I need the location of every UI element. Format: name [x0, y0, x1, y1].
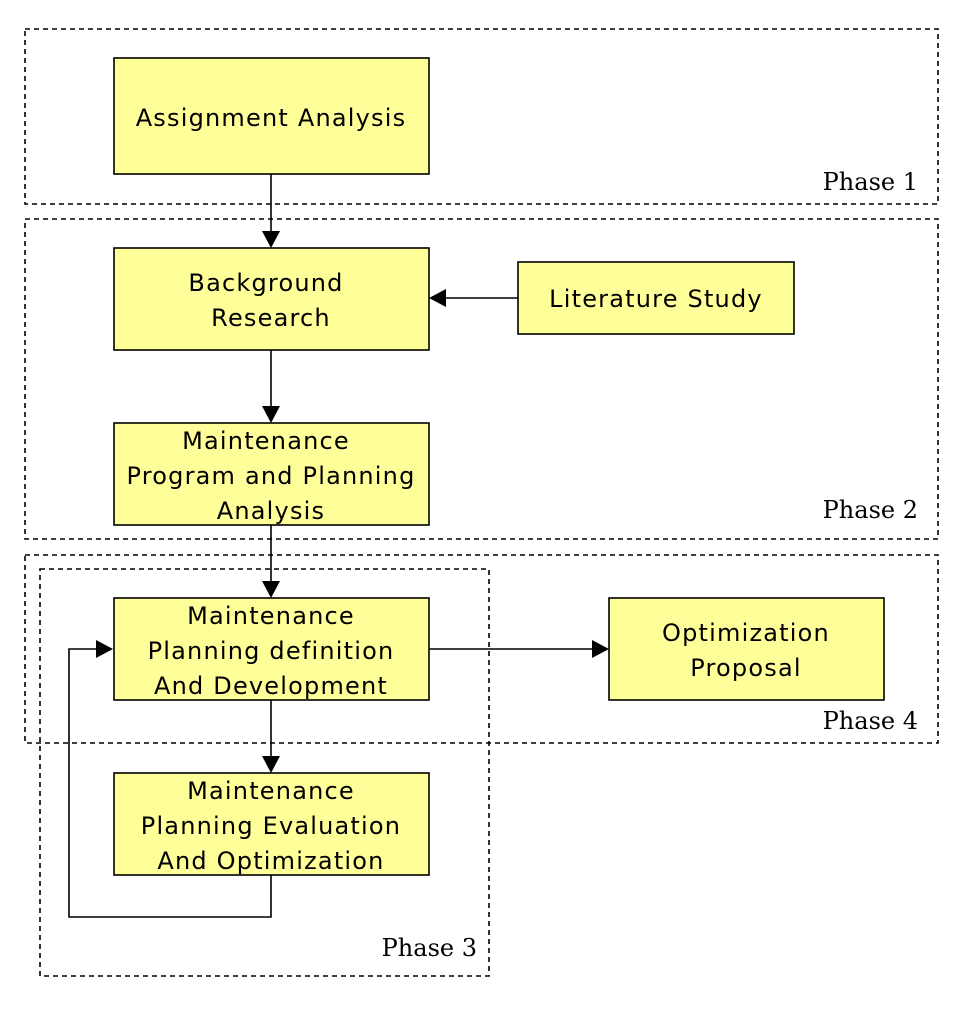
step-program-planning-analysis: Maintenance Program and Planning Analysi…	[113, 422, 430, 526]
step-label: Maintenance	[187, 777, 355, 805]
phase-3-label: Phase 3	[382, 934, 477, 962]
step-label: Assignment Analysis	[136, 104, 407, 132]
arrowhead-down	[262, 231, 280, 248]
phase-1-label: Phase 1	[823, 168, 918, 196]
phase-2-frame	[24, 218, 939, 540]
phase-4-label: Phase 4	[823, 707, 918, 735]
phase-2-label: Phase 2	[823, 496, 918, 524]
step-label: Program and Planning	[126, 462, 415, 490]
step-optimization-proposal: Optimization Proposal	[608, 597, 885, 701]
arrowhead-down	[262, 756, 280, 773]
step-assignment-analysis: Assignment Analysis	[113, 57, 430, 175]
step-label: Optimization	[662, 619, 830, 647]
phase-4-frame	[24, 554, 939, 744]
step-label: Analysis	[217, 497, 325, 525]
step-label: And Optimization	[157, 847, 384, 875]
step-label: Planning Evaluation	[141, 812, 401, 840]
step-label: Background	[188, 269, 343, 297]
arrowhead-left	[429, 289, 446, 307]
step-label: Proposal	[690, 654, 801, 682]
step-label: Maintenance	[187, 602, 355, 630]
step-planning-evaluation: Maintenance Planning Evaluation And Opti…	[113, 772, 430, 876]
phase-1-frame	[24, 28, 939, 205]
connector-feedback-loop	[68, 648, 272, 918]
step-label: Maintenance	[182, 427, 350, 455]
step-label: Planning definition	[148, 637, 395, 665]
step-literature-study: Literature Study	[517, 261, 795, 335]
step-background-research: Background Research	[113, 247, 430, 351]
step-label: And Development	[154, 672, 388, 700]
arrowhead-down	[262, 581, 280, 598]
phase-3-frame	[39, 568, 490, 977]
arrowhead-right	[592, 640, 609, 658]
arrowhead-down	[262, 406, 280, 423]
step-label: Literature Study	[549, 285, 763, 313]
step-planning-definition: Maintenance Planning definition And Deve…	[113, 597, 430, 701]
arrowhead-right	[96, 640, 113, 658]
step-label: Research	[211, 304, 331, 332]
